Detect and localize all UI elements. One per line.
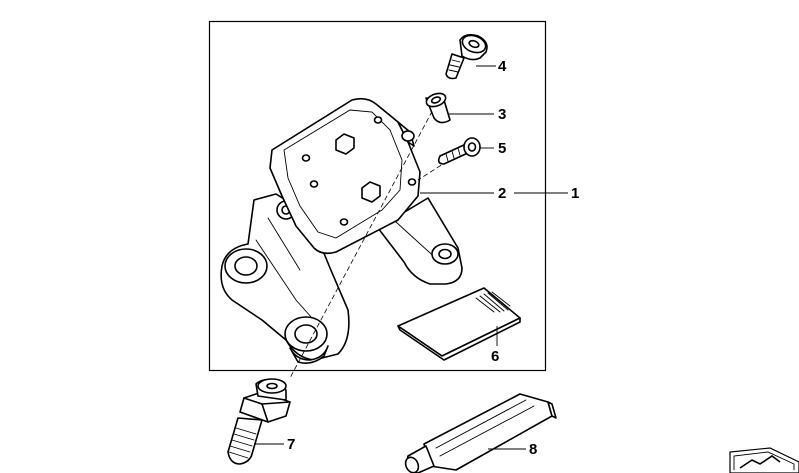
leader-lines <box>254 65 568 450</box>
screw <box>437 137 481 165</box>
bracket-assembly <box>220 97 463 364</box>
wheel-bolt <box>227 378 291 465</box>
kit-frame <box>208 20 547 372</box>
spacer-sleeve <box>425 92 451 124</box>
bolt-top <box>445 33 488 80</box>
callout-1: 1 <box>571 185 579 202</box>
callout-2: 2 <box>498 185 506 202</box>
callout-8: 8 <box>529 441 537 458</box>
callout-5: 5 <box>498 140 506 157</box>
catalog-emblem-icon <box>729 447 799 473</box>
callout-7: 7 <box>287 436 295 453</box>
paste-tube <box>404 393 557 473</box>
instruction-leaflet <box>397 287 521 361</box>
callout-4: 4 <box>498 58 507 75</box>
assembly-axis-line <box>289 103 437 379</box>
callout-6: 6 <box>491 348 499 365</box>
callout-3: 3 <box>498 106 506 123</box>
